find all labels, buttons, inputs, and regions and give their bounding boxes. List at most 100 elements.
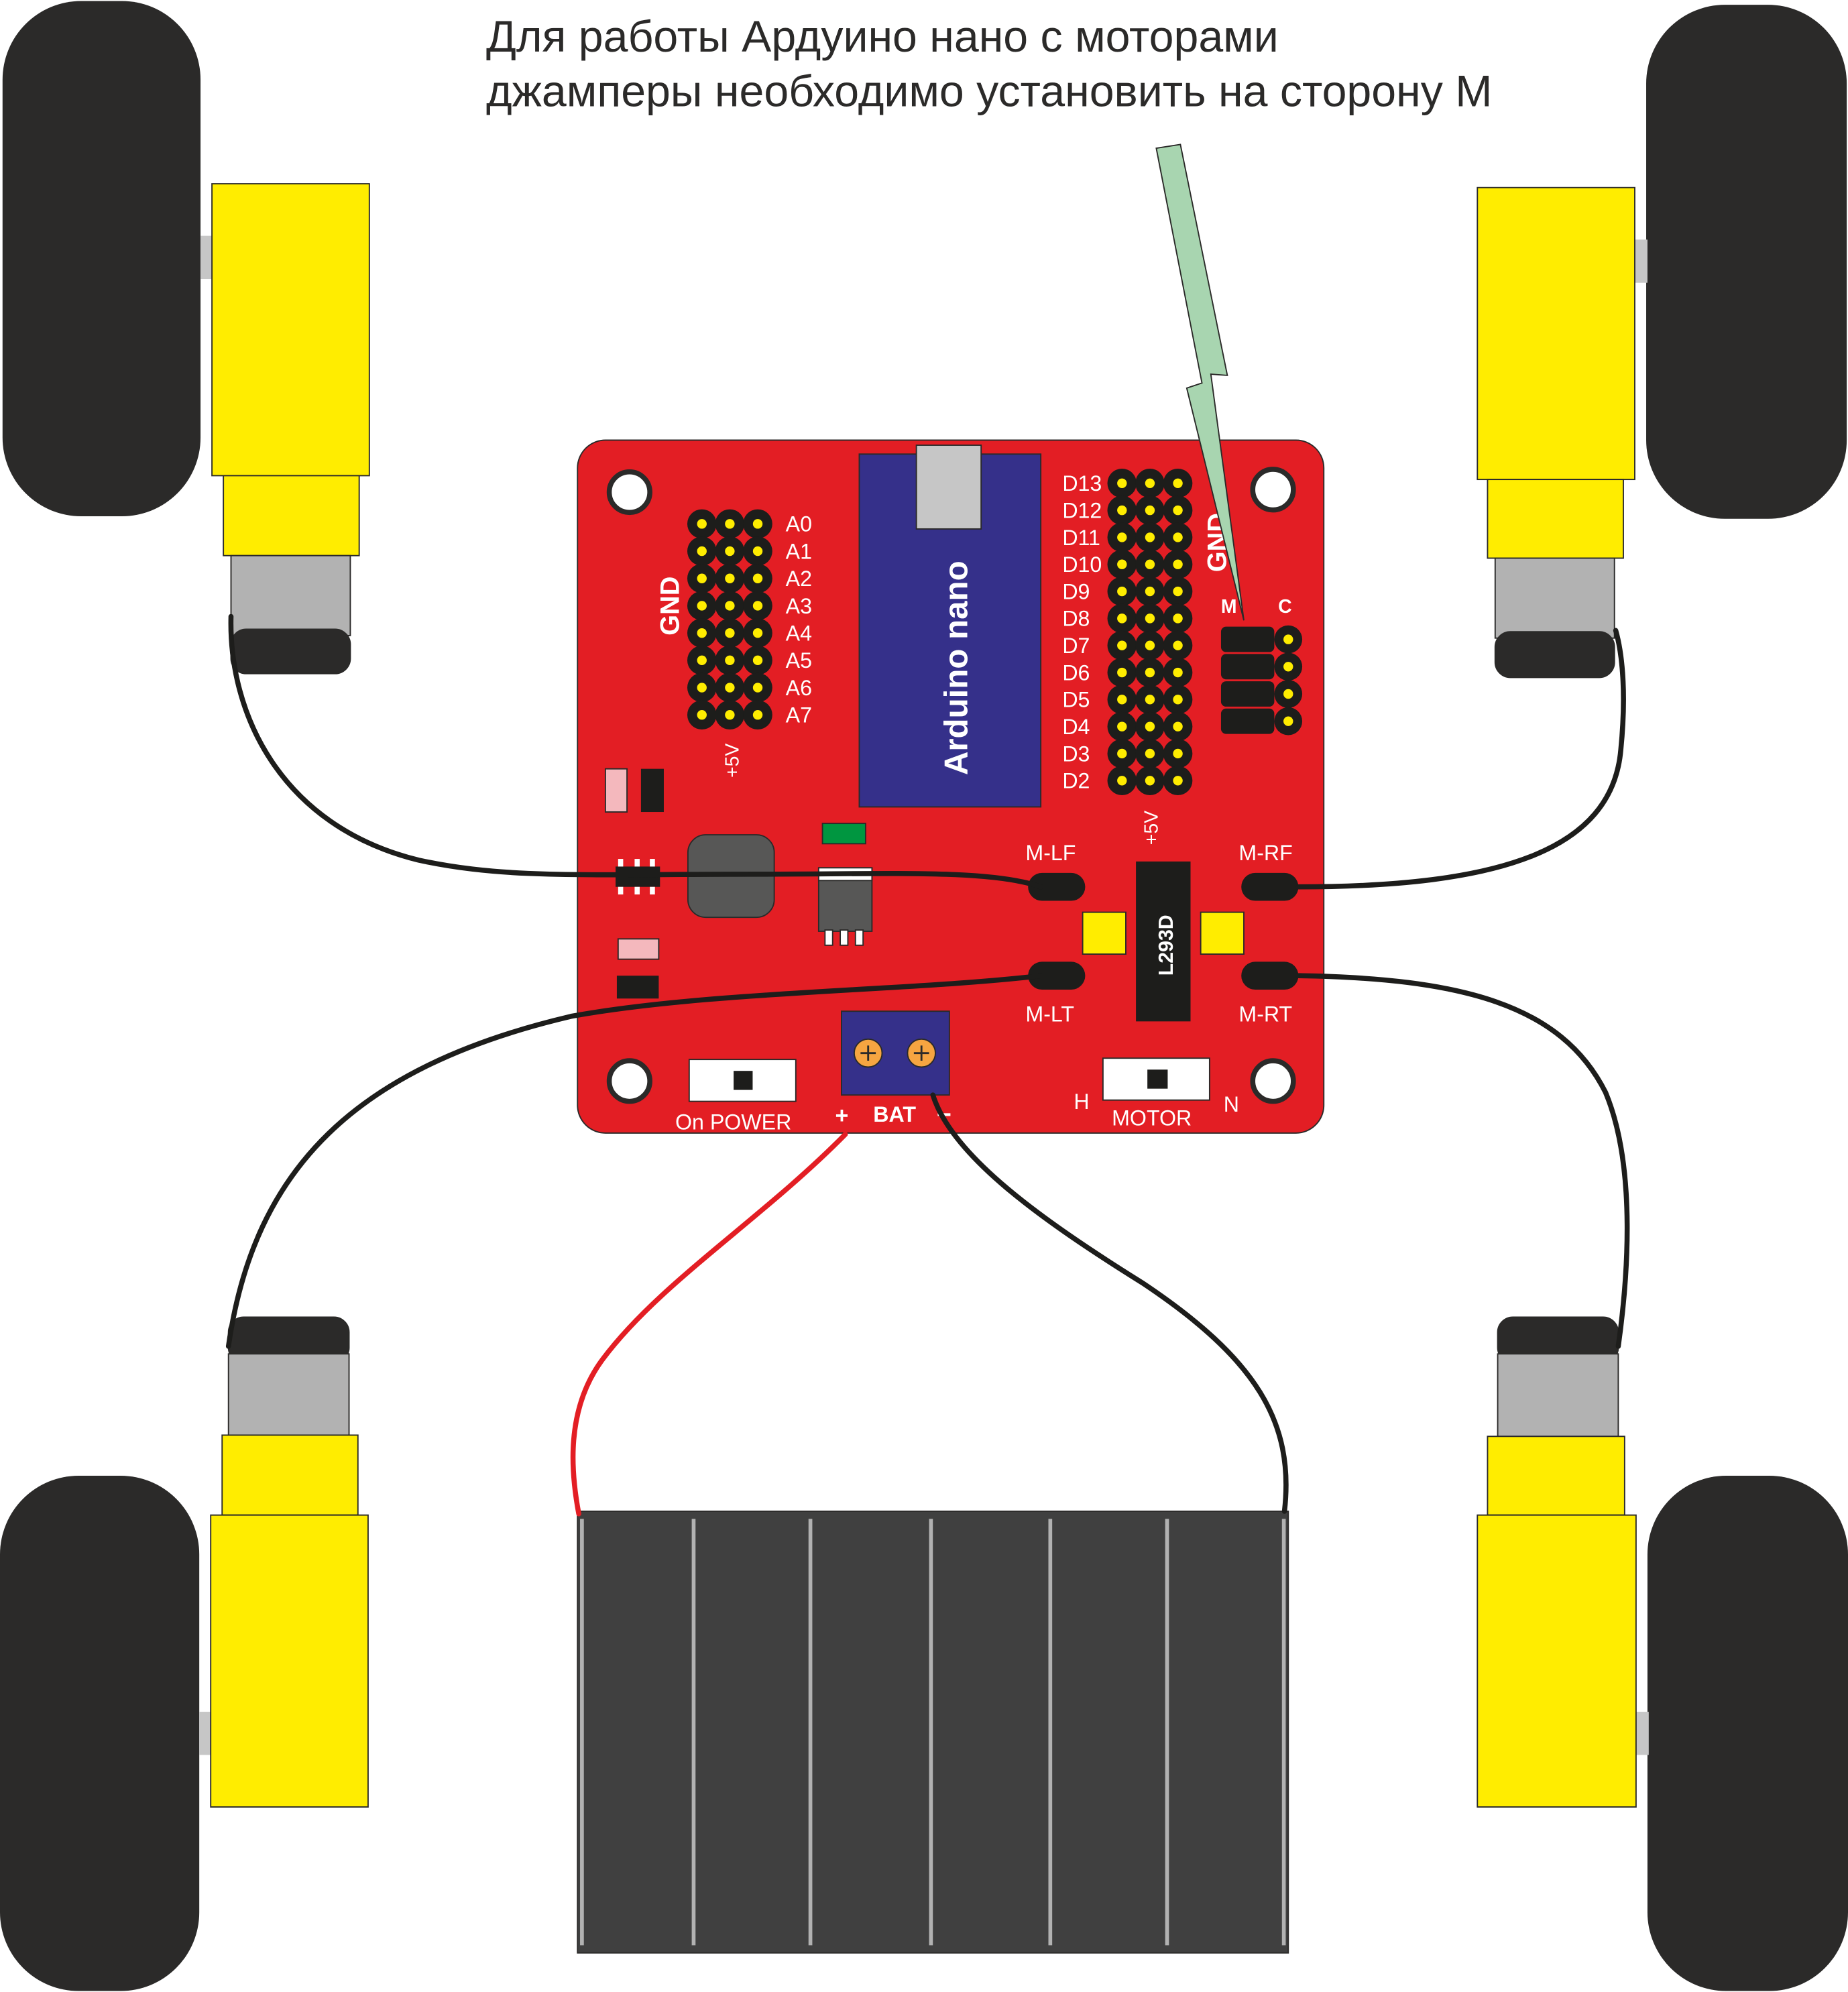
motor-bottom-left [210, 1316, 369, 1808]
mounting-holes [606, 467, 1296, 1104]
header-pin[interactable] [1107, 549, 1137, 579]
header-pin[interactable] [687, 618, 717, 648]
motor-switch-label: MOTOR [1112, 1106, 1192, 1130]
digital-pin-label: D12 [1062, 498, 1102, 522]
mode-jumpers[interactable] [1220, 625, 1303, 736]
header-pin[interactable] [1163, 577, 1193, 606]
port-m-lt[interactable] [1028, 961, 1086, 990]
header-pin[interactable] [1135, 522, 1165, 552]
header-pin[interactable] [743, 700, 772, 729]
header-pin[interactable] [1135, 603, 1165, 634]
port-m-lf[interactable] [1028, 872, 1086, 901]
arduino-nano-label: Arduino nano [937, 561, 974, 775]
header-pin[interactable] [1107, 603, 1137, 634]
header-pin[interactable] [1163, 658, 1193, 687]
header-pin[interactable] [715, 536, 745, 566]
header-pin[interactable] [1163, 522, 1193, 552]
motor-top-right [1477, 186, 1635, 679]
annotation-line-1: Для работы Ардуино нано с моторами [486, 12, 1279, 62]
header-pin[interactable] [1163, 495, 1193, 525]
header-pin[interactable] [1135, 658, 1165, 687]
port-m-rf[interactable] [1241, 872, 1299, 901]
header-pin[interactable] [687, 509, 717, 539]
header-pin[interactable] [743, 509, 772, 539]
header-pin[interactable] [687, 591, 717, 621]
header-pin[interactable] [1107, 469, 1137, 498]
usb-connector [915, 445, 982, 530]
header-pin[interactable] [1163, 739, 1193, 768]
header-pin[interactable] [715, 672, 745, 703]
jumper-pin-dot [1283, 716, 1293, 726]
digital-pin-label: D10 [1062, 552, 1102, 577]
wire-battery-black [930, 1092, 1289, 1514]
header-pin[interactable] [1163, 630, 1193, 660]
header-pin[interactable] [1135, 469, 1165, 498]
header-pin[interactable] [1107, 766, 1137, 796]
header-pin[interactable] [715, 591, 745, 621]
battery-terminal-label: BAT [873, 1102, 916, 1126]
digital-pin-label: D3 [1062, 742, 1090, 766]
header-pin[interactable] [743, 618, 772, 648]
header-pin[interactable] [1135, 630, 1165, 660]
header-pin[interactable] [1135, 577, 1165, 606]
jumper-cap[interactable] [1220, 626, 1275, 652]
header-pin[interactable] [1107, 495, 1137, 525]
header-pin[interactable] [715, 509, 745, 539]
header-pin[interactable] [743, 536, 772, 566]
header-pin[interactable] [1163, 469, 1193, 498]
motor-switch-h-label: H [1074, 1090, 1089, 1114]
jumper-c-label: C [1278, 596, 1292, 618]
header-pin[interactable] [1163, 711, 1193, 742]
header-pin[interactable] [743, 672, 772, 703]
header-pin[interactable] [1107, 739, 1137, 768]
header-pin[interactable] [743, 563, 772, 593]
header-pin[interactable] [687, 536, 717, 566]
port-m-rt[interactable] [1241, 961, 1299, 990]
header-pin[interactable] [715, 618, 745, 648]
wire-motor-top-left [228, 613, 1043, 890]
header-pin[interactable] [1107, 711, 1137, 742]
header-pin[interactable] [1135, 495, 1165, 525]
header-pin[interactable] [743, 646, 772, 675]
jumper-cap[interactable] [1220, 708, 1275, 734]
header-pin[interactable] [1135, 549, 1165, 579]
header-pin[interactable] [687, 563, 717, 593]
digital-pin-label: D6 [1062, 660, 1090, 685]
header-pin[interactable] [1135, 711, 1165, 742]
jumper-cap[interactable] [1220, 654, 1275, 680]
header-pin[interactable] [1163, 549, 1193, 579]
header-pin[interactable] [1163, 603, 1193, 634]
digital-pin-label: D8 [1062, 607, 1090, 631]
jumper-cap[interactable] [1220, 681, 1275, 707]
analog-pin-label: A5 [786, 648, 812, 672]
analog-pin-label: A4 [786, 622, 812, 646]
header-pin[interactable] [715, 563, 745, 593]
header-pin[interactable] [1135, 766, 1165, 796]
header-pin[interactable] [1107, 522, 1137, 552]
battery-terminal[interactable] [841, 1010, 950, 1096]
header-pin[interactable] [1135, 685, 1165, 715]
header-pin[interactable] [743, 591, 772, 621]
header-pin[interactable] [1107, 658, 1137, 687]
capacitor-left [1082, 911, 1127, 955]
jumper-pin-dot [1283, 634, 1293, 644]
header-pin[interactable] [1107, 577, 1137, 606]
capacitor [640, 768, 664, 813]
header-pin[interactable] [687, 646, 717, 675]
header-pin[interactable] [1107, 685, 1137, 715]
header-pin[interactable] [1135, 739, 1165, 768]
power-switch[interactable] [688, 1059, 797, 1102]
header-pin[interactable] [1163, 766, 1193, 796]
digital-pin-label: D2 [1062, 769, 1090, 793]
pointer-arrow [1155, 143, 1245, 621]
header-pin[interactable] [715, 700, 745, 729]
left-pin-header [687, 509, 772, 729]
header-pin[interactable] [715, 646, 745, 675]
header-pin[interactable] [1107, 630, 1137, 660]
port-m-lt-label: M-LT [1025, 1002, 1074, 1026]
motor-mode-switch[interactable] [1102, 1057, 1210, 1101]
header-pin[interactable] [687, 672, 717, 703]
right-pin-header [1107, 469, 1193, 796]
header-pin[interactable] [687, 700, 717, 729]
header-pin[interactable] [1163, 685, 1193, 715]
